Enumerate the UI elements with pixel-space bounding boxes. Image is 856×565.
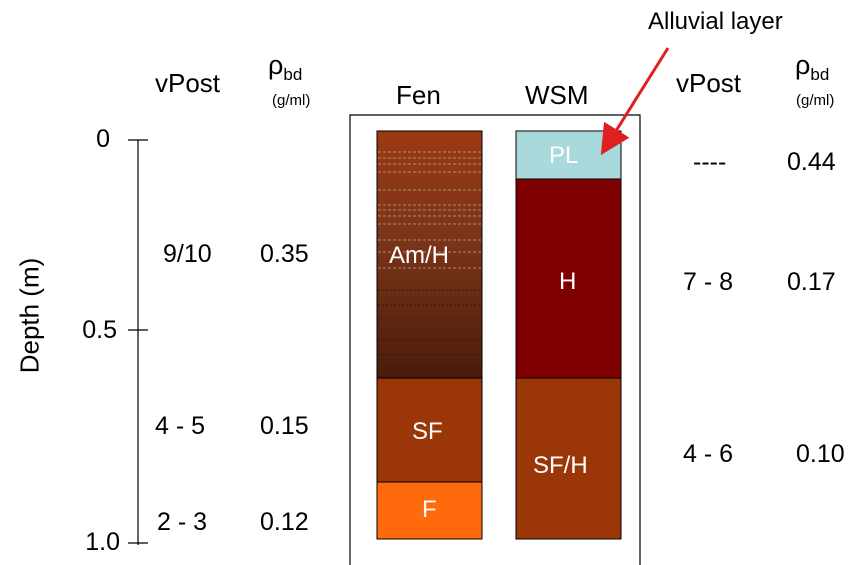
tick-label-0-5: 0.5 bbox=[82, 316, 117, 344]
right-vpost-row-1: ---- bbox=[693, 148, 727, 176]
wsm-layer-sf-h bbox=[515, 377, 622, 540]
core-frame bbox=[349, 114, 641, 565]
fen-layer-sf-label: SF bbox=[412, 418, 443, 445]
right-rho-row-3: 0.10 bbox=[796, 440, 845, 468]
fen-peat-banding bbox=[378, 151, 481, 269]
wsm-layer-sf-h-label: SF/H bbox=[533, 452, 588, 479]
right-vpost-header: vPost bbox=[676, 68, 742, 98]
right-rho-unit: (g/ml) bbox=[796, 92, 835, 109]
left-rho-symbol: ρ bbox=[268, 50, 284, 80]
right-vpost-row-3: 4 - 6 bbox=[683, 440, 734, 468]
fen-dark-banding bbox=[378, 289, 481, 356]
right-rho-header: ρbd bbox=[795, 50, 829, 85]
right-rho-symbol: ρ bbox=[795, 50, 811, 80]
wsm-core-title: WSM bbox=[525, 80, 589, 110]
left-vpost-row-3: 2 - 3 bbox=[157, 508, 208, 536]
fen-layer-f-label: F bbox=[422, 496, 437, 523]
wsm-layer-h-label: H bbox=[559, 268, 577, 295]
right-rho-subscript: bd bbox=[810, 65, 830, 84]
left-vpost-row-1: 9/10 bbox=[163, 240, 212, 268]
left-rho-header: ρbd bbox=[268, 50, 302, 85]
left-rho-row-2: 0.15 bbox=[260, 412, 309, 440]
left-vpost-header: vPost bbox=[155, 68, 221, 98]
left-rho-unit: (g/ml) bbox=[272, 92, 311, 109]
left-rho-row-3: 0.12 bbox=[260, 508, 309, 536]
right-vpost-row-2: 7 - 8 bbox=[683, 268, 734, 296]
left-rho-row-1: 0.35 bbox=[260, 240, 309, 268]
alluvial-arrow bbox=[600, 47, 670, 156]
right-rho-row-2: 0.17 bbox=[787, 268, 836, 296]
left-vpost-row-2: 4 - 5 bbox=[155, 412, 206, 440]
wsm-layer-pl-label: PL bbox=[549, 142, 579, 169]
left-rho-subscript: bd bbox=[283, 65, 303, 84]
fen-layer-am-h-label: Am/H bbox=[389, 242, 449, 269]
alluvial-layer-annotation: Alluvial layer bbox=[648, 8, 783, 35]
right-rho-row-1: 0.44 bbox=[787, 148, 836, 176]
fen-layer-f bbox=[376, 481, 483, 540]
fen-core-title: Fen bbox=[396, 80, 441, 110]
depth-axis-label: Depth (m) bbox=[14, 257, 45, 374]
tick-label-1-0: 1.0 bbox=[85, 528, 120, 556]
tick-label-0: 0 bbox=[96, 125, 110, 153]
wsm-layer-h bbox=[515, 178, 622, 379]
